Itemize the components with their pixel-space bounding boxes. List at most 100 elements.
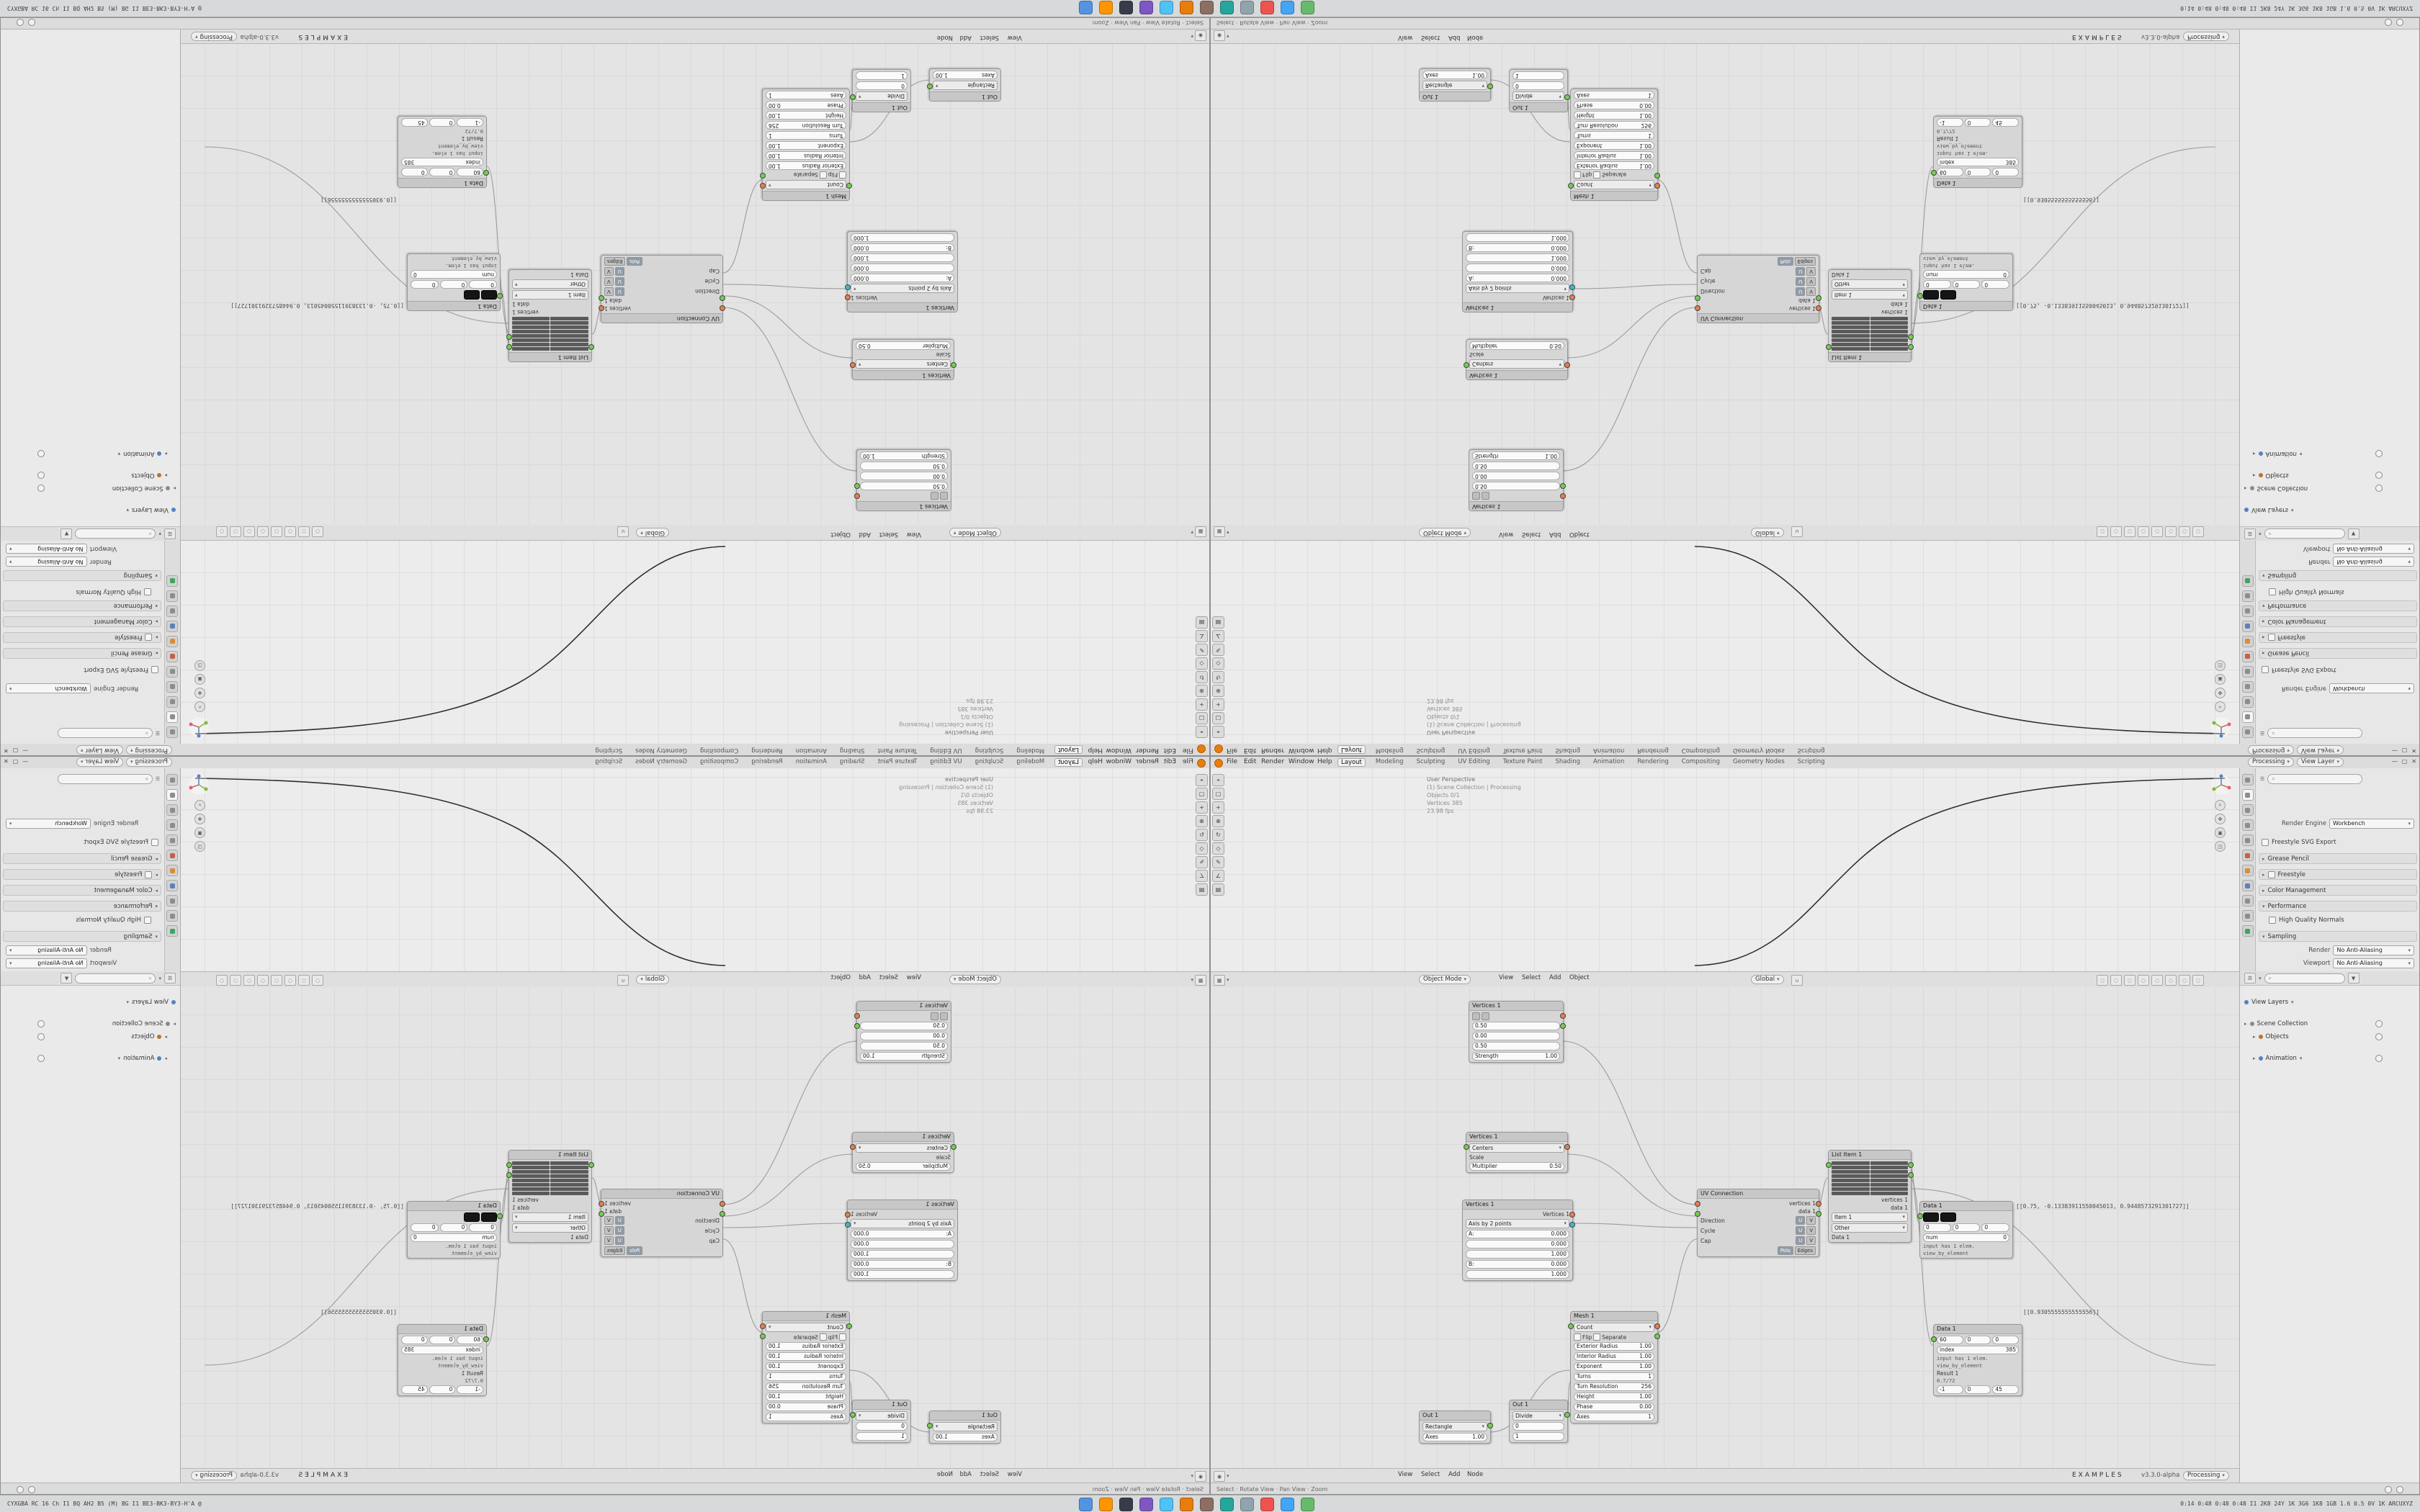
terminal-app-icon[interactable] xyxy=(1119,1,1133,14)
toggle-cell[interactable] xyxy=(1870,325,1908,329)
minimize-icon[interactable]: — xyxy=(22,758,29,765)
modifier-tab-icon[interactable] xyxy=(2241,621,2254,632)
node-tree-select[interactable]: Processing▾ xyxy=(191,1471,237,1480)
options-icon[interactable]: ◌ xyxy=(216,526,228,537)
output-socket[interactable] xyxy=(1564,1412,1570,1418)
checkbox[interactable] xyxy=(839,1333,846,1341)
toggle-button[interactable]: V xyxy=(1806,1226,1816,1235)
node-select[interactable]: Axis by 2 points▾ xyxy=(1466,1219,1569,1228)
node-title[interactable]: Data 1 xyxy=(1934,178,2022,187)
node-title[interactable]: Vertices 1 xyxy=(1463,302,1572,312)
toggle-grid[interactable] xyxy=(1832,317,1908,351)
output-socket[interactable] xyxy=(854,483,860,489)
node-title[interactable]: UV Connection xyxy=(601,313,722,323)
add-menu[interactable]: Add xyxy=(959,34,972,41)
node-number-field[interactable]: 0.50 xyxy=(860,1022,948,1030)
particles-tab-icon[interactable] xyxy=(2241,895,2254,906)
input-socket[interactable] xyxy=(1568,1323,1574,1329)
pan-hand-icon[interactable]: ✥ xyxy=(194,688,205,698)
input-socket[interactable] xyxy=(846,1323,852,1329)
mini-button[interactable] xyxy=(1472,492,1480,500)
workspace-tab[interactable]: UV Editing xyxy=(1458,758,1490,765)
node-number-field[interactable]: 45 xyxy=(400,1385,428,1394)
edit-menu[interactable]: Edit xyxy=(1163,758,1176,765)
toggle-grid[interactable] xyxy=(512,1161,588,1195)
mini-button[interactable] xyxy=(1472,1012,1480,1020)
outliner-mode-row[interactable]: View Layers ▾ xyxy=(2244,997,2294,1007)
view-layer-select[interactable]: View Layer▾ xyxy=(76,745,124,755)
input-socket[interactable] xyxy=(1695,1201,1700,1207)
tweak-tool-icon[interactable]: ⌖ xyxy=(1212,774,1224,786)
workspace-tab[interactable]: Rendering xyxy=(1637,747,1669,754)
toggle-cell[interactable] xyxy=(1870,321,1908,325)
image-viewer-app-icon[interactable] xyxy=(1220,1,1234,14)
node-number-field[interactable]: 0.00 xyxy=(1472,472,1560,480)
viewport-3d[interactable]: ⌖▢+⊕↻◇✎∠▤ User Perspective (1) Scene Col… xyxy=(1211,541,2239,744)
toggle-cell[interactable] xyxy=(550,1179,588,1182)
scene-select[interactable]: Processing▾ xyxy=(2248,745,2294,755)
toggle-button[interactable]: U xyxy=(1796,1236,1806,1245)
color-swatch[interactable] xyxy=(464,1212,480,1222)
node-number-field[interactable]: 1.000 xyxy=(1466,1250,1569,1259)
node-number-field[interactable]: 1.000 xyxy=(1466,233,1569,242)
output-socket[interactable] xyxy=(1564,94,1570,100)
outliner-mode-row[interactable]: View Layers ▾ xyxy=(2244,505,2294,515)
toggle-cell[interactable] xyxy=(1870,334,1908,338)
node-number-field[interactable]: B:0.000 xyxy=(1466,243,1569,252)
toggle-cell[interactable] xyxy=(512,1187,550,1191)
particles-tab-icon[interactable] xyxy=(166,895,179,906)
toggle-button[interactable]: U xyxy=(614,1236,624,1245)
toggle-button[interactable]: Pols xyxy=(1777,257,1793,266)
eye-icon[interactable] xyxy=(2375,472,2383,479)
workspace-tab[interactable]: Compositing xyxy=(1681,758,1721,765)
output-socket[interactable] xyxy=(1908,344,1914,350)
node-number-field[interactable]: 1.000 xyxy=(851,233,954,242)
toggle-button[interactable]: V xyxy=(1806,1216,1816,1225)
blender-app-icon[interactable] xyxy=(1180,1,1193,14)
workspace-tab[interactable]: Layout xyxy=(1337,745,1366,754)
node-title[interactable]: Out 1 xyxy=(853,102,910,112)
outliner-row-animation[interactable]: ▸ Animation ▾ xyxy=(37,449,167,459)
disclosure-triangle-icon[interactable]: ▸ xyxy=(173,485,176,491)
node-tree-select[interactable]: Processing▾ xyxy=(191,32,237,41)
help-menu[interactable]: Help xyxy=(1088,747,1103,754)
image-viewer-app-icon[interactable] xyxy=(1220,1498,1234,1511)
workspace-tab[interactable]: Texture Paint xyxy=(1502,747,1543,754)
input-socket[interactable] xyxy=(720,1201,725,1207)
mini-button[interactable] xyxy=(931,1012,938,1020)
node-title[interactable]: Vertices 1 xyxy=(1466,1133,1567,1142)
node-title[interactable]: Data 1 xyxy=(1920,1202,2012,1211)
perspective-toggle-icon[interactable]: ◳ xyxy=(194,841,205,852)
node-editor[interactable]: [[0.75, -0.13383911550045013, 0.94485732… xyxy=(1211,44,2239,525)
output-socket[interactable] xyxy=(599,295,604,301)
toggle-cell[interactable] xyxy=(550,1166,588,1169)
node-select[interactable]: Count▾ xyxy=(1574,1323,1654,1332)
toggle-button[interactable]: Edges xyxy=(604,257,626,266)
node-number-field[interactable]: B:0.000 xyxy=(851,1260,954,1269)
move-tool-icon[interactable]: ⊕ xyxy=(1212,815,1224,827)
toggle-button[interactable]: V xyxy=(1806,277,1816,286)
toggle-cell[interactable] xyxy=(1832,334,1870,338)
node-number-field[interactable]: A:0.000 xyxy=(851,1230,954,1238)
world-tab-icon[interactable] xyxy=(166,651,179,662)
workspace-tab[interactable]: Modeling xyxy=(1016,747,1045,754)
navigation-gizmo[interactable] xyxy=(188,774,210,796)
toggle-cell[interactable] xyxy=(512,1179,550,1182)
node-title[interactable]: Vertices 1 xyxy=(1466,370,1567,379)
output-socket[interactable] xyxy=(1569,284,1575,290)
zoom-icon[interactable]: ⌕ xyxy=(194,800,205,811)
workspace-tab[interactable]: Rendering xyxy=(751,747,783,754)
node-number-field[interactable]: 0 xyxy=(1964,118,1991,127)
wireframe-shading-icon[interactable]: ◌ xyxy=(2138,526,2149,537)
output-socket[interactable] xyxy=(1654,1323,1660,1329)
node-number-field[interactable]: A:0.000 xyxy=(1466,1230,1569,1238)
workspace-tab[interactable]: Rendering xyxy=(1637,758,1669,765)
